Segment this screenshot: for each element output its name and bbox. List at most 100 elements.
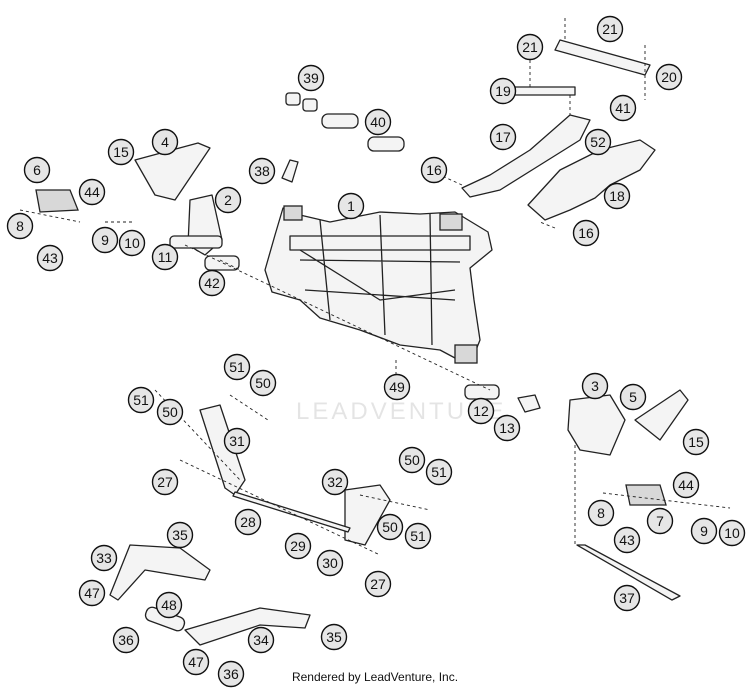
callout-label: 48 — [161, 597, 177, 613]
callout-36: 36 — [217, 660, 245, 688]
callout-10: 10 — [718, 519, 746, 547]
callout-circle — [234, 508, 262, 536]
left-footpeg — [35, 189, 79, 213]
center-stand-tube-lower — [184, 607, 311, 646]
callout-circle — [404, 522, 432, 550]
callout-label: 41 — [615, 100, 631, 116]
callout-circle — [581, 372, 609, 400]
callout-circle — [217, 660, 245, 688]
callout-label: 38 — [254, 163, 270, 179]
callout-label: 30 — [322, 555, 338, 571]
callout-label: 27 — [370, 576, 386, 592]
callout-label: 21 — [602, 21, 618, 37]
callout-21: 21 — [596, 15, 624, 43]
callout-label: 13 — [499, 420, 515, 436]
callout-label: 43 — [42, 250, 58, 266]
callout-circle — [284, 532, 312, 560]
callout-circle — [321, 468, 349, 496]
callout-circle — [23, 156, 51, 184]
callout-50: 50 — [376, 513, 404, 541]
callout-circle — [682, 428, 710, 456]
callout-circle — [248, 157, 276, 185]
callout-39: 39 — [297, 64, 325, 92]
callout-label: 29 — [290, 538, 306, 554]
callout-circle — [718, 519, 746, 547]
callout-label: 16 — [578, 225, 594, 241]
callout-40: 40 — [364, 108, 392, 136]
callout-42: 42 — [198, 269, 226, 297]
callout-circle — [584, 128, 612, 156]
callout-circle — [166, 521, 194, 549]
callout-label: 42 — [204, 275, 220, 291]
callout-44: 44 — [672, 471, 700, 499]
callout-circle — [198, 269, 226, 297]
callout-label: 15 — [688, 434, 704, 450]
callout-29: 29 — [284, 532, 312, 560]
callout-circle — [297, 64, 325, 92]
right-spacer — [464, 384, 500, 400]
callout-circle — [690, 517, 718, 545]
callout-2: 2 — [214, 186, 242, 214]
callout-circle — [425, 458, 453, 486]
callout-circle — [619, 383, 647, 411]
callout-9: 9 — [91, 226, 119, 254]
callout-label: 31 — [229, 433, 245, 449]
callout-circle — [613, 584, 641, 612]
callout-35: 35 — [166, 521, 194, 549]
callout-label: 52 — [590, 134, 606, 150]
callout-circle — [151, 243, 179, 271]
callout-6: 6 — [23, 156, 51, 184]
callout-16: 16 — [420, 156, 448, 184]
callout-10: 10 — [118, 229, 146, 257]
callout-circle — [493, 414, 521, 442]
callout-34: 34 — [247, 626, 275, 654]
callout-1: 1 — [337, 192, 365, 220]
callout-circle — [90, 544, 118, 572]
callout-31: 31 — [223, 427, 251, 455]
callout-18: 18 — [603, 182, 631, 210]
callout-label: 44 — [678, 477, 694, 493]
callout-label: 51 — [410, 528, 426, 544]
callout-circle — [383, 373, 411, 401]
callout-label: 44 — [84, 184, 100, 200]
callout-circle — [249, 369, 277, 397]
callout-label: 11 — [158, 249, 173, 265]
callout-5: 5 — [619, 383, 647, 411]
callout-label: 8 — [16, 218, 24, 234]
callout-label: 19 — [495, 83, 511, 99]
callout-37: 37 — [613, 584, 641, 612]
callout-27: 27 — [364, 570, 392, 598]
callout-circle — [112, 626, 140, 654]
callout-12: 12 — [467, 397, 495, 425]
callout-label: 4 — [161, 134, 169, 150]
callout-48: 48 — [155, 591, 183, 619]
callout-circle — [467, 397, 495, 425]
callout-43: 43 — [36, 244, 64, 272]
callout-circle — [182, 648, 210, 676]
callout-circle — [223, 353, 251, 381]
callout-label: 32 — [327, 474, 343, 490]
callout-circle — [596, 15, 624, 43]
callout-circle — [36, 244, 64, 272]
callout-circle — [127, 386, 155, 414]
callout-circle — [603, 182, 631, 210]
callout-label: 33 — [96, 550, 112, 566]
callout-20: 20 — [655, 63, 683, 91]
callout-33: 33 — [90, 544, 118, 572]
right-heel-guard — [634, 389, 689, 441]
callout-label: 2 — [224, 192, 232, 208]
rear-subframe-upper — [461, 114, 591, 198]
cable-clip — [281, 159, 299, 183]
callout-8: 8 — [6, 212, 34, 240]
callout-label: 40 — [370, 114, 386, 130]
callout-circle — [214, 186, 242, 214]
callout-label: 3 — [591, 378, 599, 394]
main-frame — [264, 205, 493, 364]
callout-label: 7 — [656, 513, 664, 529]
callout-circle — [516, 33, 544, 61]
callout-label: 18 — [609, 188, 625, 204]
callout-circle — [489, 77, 517, 105]
callout-label: 50 — [162, 404, 178, 420]
callout-36: 36 — [112, 626, 140, 654]
callout-label: 51 — [133, 392, 149, 408]
